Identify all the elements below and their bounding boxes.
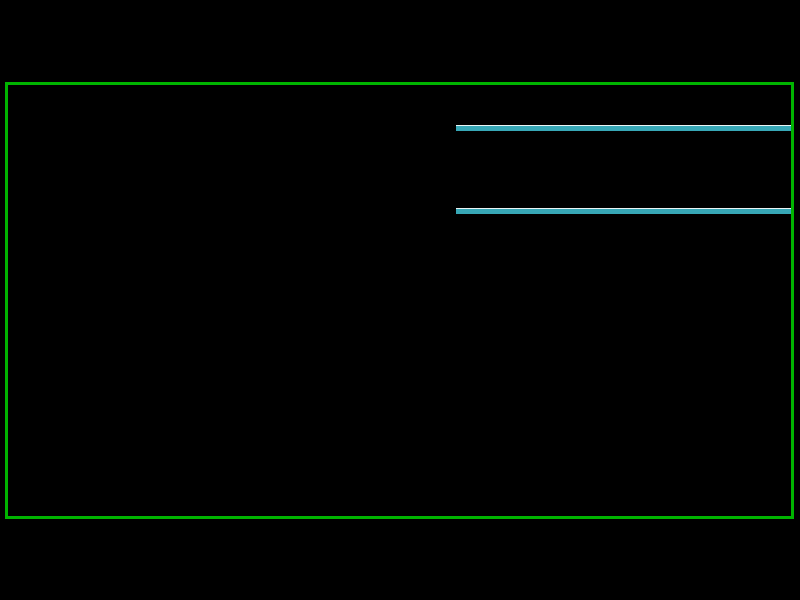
green-rectangle-outline [5, 82, 794, 519]
teal-horizontal-line-bottom [456, 208, 791, 214]
teal-horizontal-line-top [456, 125, 791, 131]
